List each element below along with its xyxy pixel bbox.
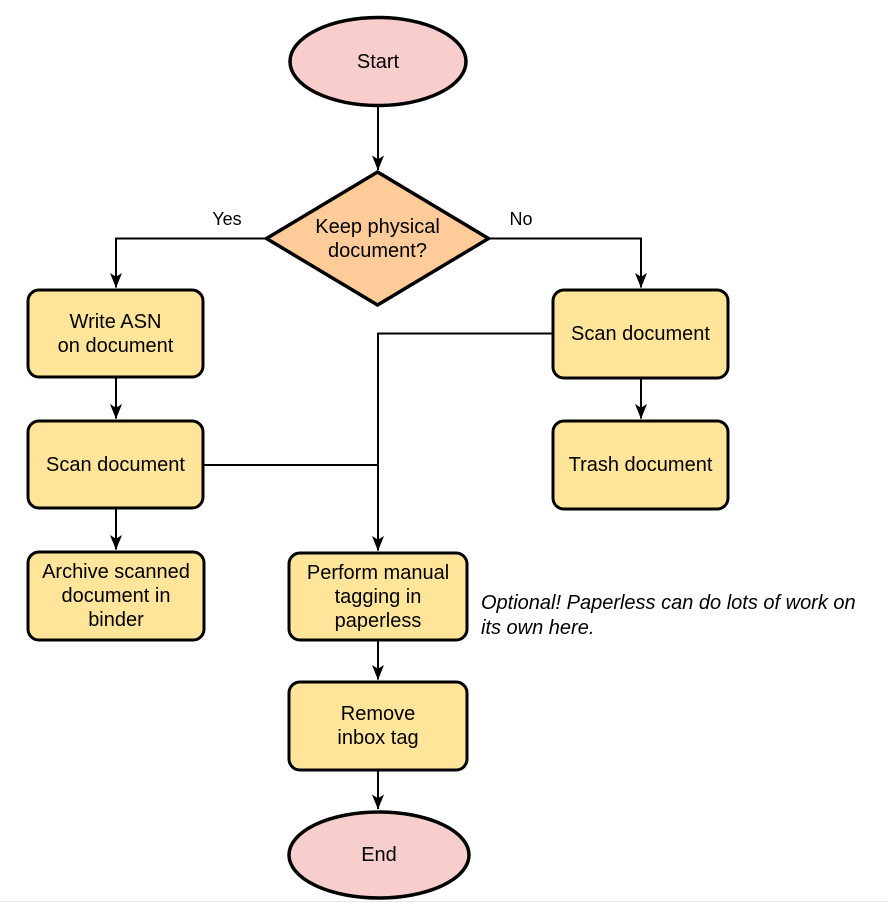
scan-left-box-shape (26, 419, 205, 510)
archive-box-shape (26, 550, 206, 642)
decision-diamond-shape (263, 169, 492, 308)
end-node-shape (287, 810, 471, 900)
edge-decision-yes-to-write-asn (110, 237, 267, 288)
remove-tag-box-shape (287, 680, 469, 772)
edge-scan-right-to-tagging (372, 332, 553, 551)
edge-decision-no-to-scan-right (488, 237, 647, 288)
trash-box-shape (551, 419, 730, 511)
scan-right-box-shape (551, 288, 730, 380)
write-asn-box-shape (26, 288, 205, 379)
tagging-box-shape (287, 551, 469, 642)
start-node-shape (288, 15, 468, 108)
